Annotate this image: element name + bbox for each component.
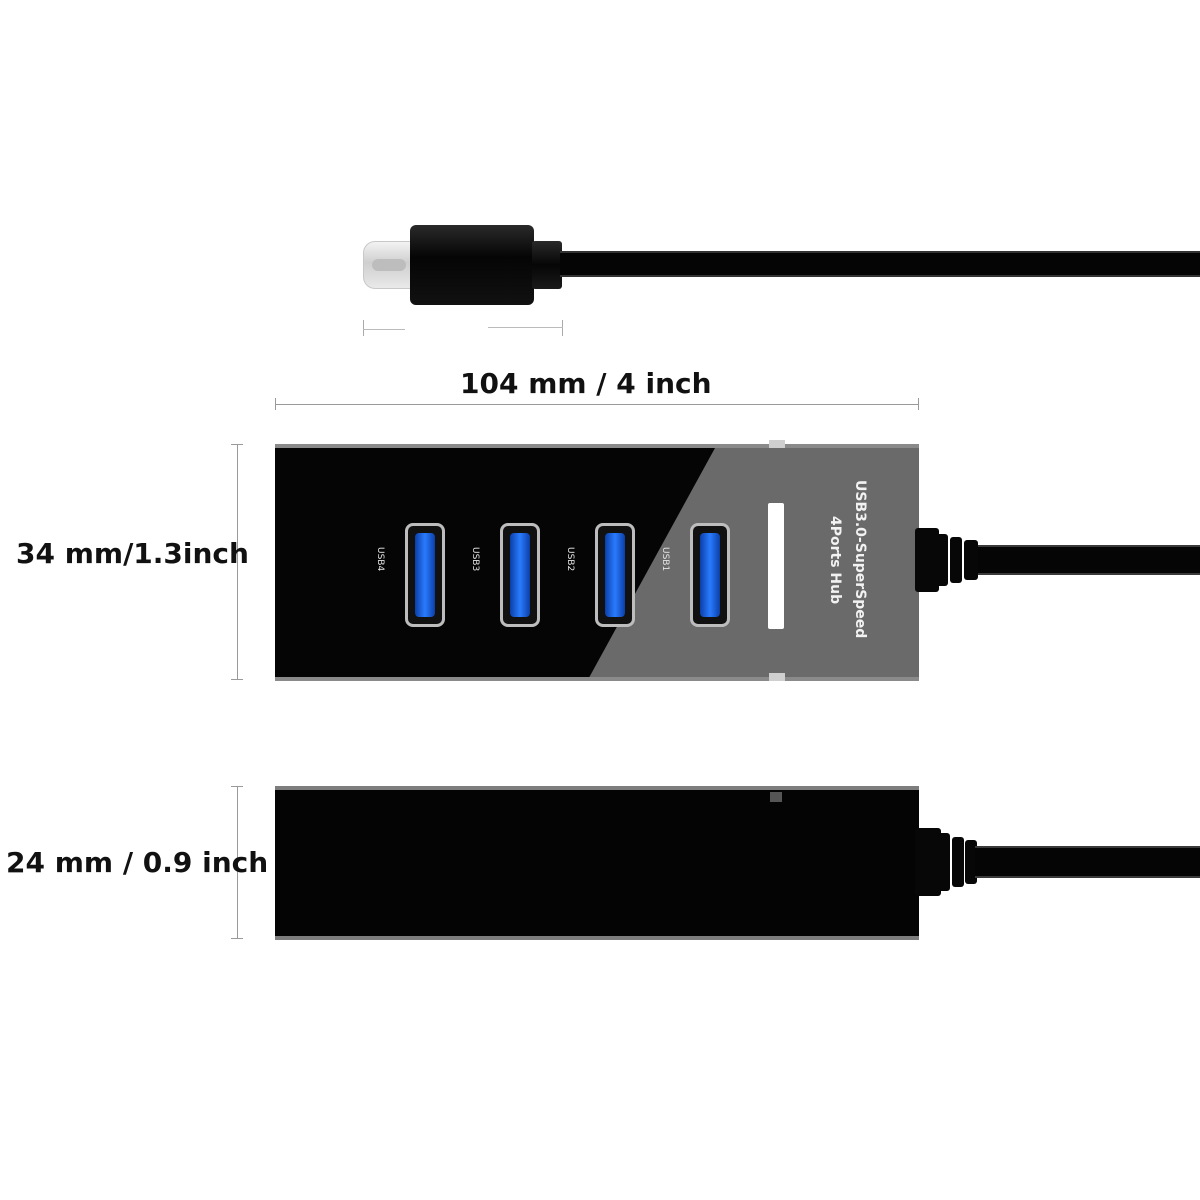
- cable-strain-relief: [915, 528, 939, 592]
- height-dimension-line: [237, 786, 238, 939]
- strain-relief-rib: [964, 540, 978, 580]
- hub-seam-mark: [769, 440, 785, 448]
- width-dimension-line: [237, 444, 238, 680]
- usb-port-connector: [415, 533, 435, 617]
- hub-seam-mark: [769, 673, 785, 681]
- usb-port-4: [405, 523, 445, 627]
- strain-relief-rib: [965, 840, 977, 884]
- usb-c-plug-opening: [372, 259, 406, 271]
- status-led-strip: [768, 503, 784, 629]
- plug-dimension-tick-right: [562, 320, 563, 336]
- hub-brand-line2: 4Ports Hub: [827, 516, 843, 605]
- plug-dimension-line: [363, 329, 405, 330]
- hub-seam-mark: [770, 792, 782, 802]
- hub-brand-line1: USB3.0-SuperSpeed: [852, 480, 868, 639]
- cable-middle: [978, 545, 1200, 575]
- height-dimension-label: 24 mm / 0.9 inch: [6, 846, 269, 879]
- cable-top: [560, 251, 1200, 277]
- strain-relief-rib: [952, 837, 964, 887]
- port-label-usb1: USB1: [660, 547, 670, 572]
- usb-hub-side-view: [275, 786, 919, 940]
- width-dimension-label: 34 mm/1.3inch: [16, 537, 249, 570]
- usb-hub-top-view: USB4 USB3 USB2 USB1 USB3.0-SuperSpeed 4P…: [275, 444, 919, 681]
- strain-relief-rib: [938, 833, 950, 891]
- strain-relief-rib: [936, 534, 948, 586]
- port-label-usb2: USB2: [565, 547, 575, 572]
- usb-port-connector: [700, 533, 720, 617]
- length-dimension-line: [275, 404, 919, 405]
- usb-c-plug-collar: [532, 241, 562, 289]
- plug-dimension-line: [488, 327, 563, 328]
- usb-c-plug-icon: [410, 225, 534, 305]
- strain-relief-rib: [950, 537, 962, 583]
- usb-port-connector: [510, 533, 530, 617]
- usb-port-3: [500, 523, 540, 627]
- usb-port-2: [595, 523, 635, 627]
- port-label-usb4: USB4: [375, 547, 385, 572]
- usb-port-1: [690, 523, 730, 627]
- cable-bottom: [975, 846, 1200, 878]
- plug-dimension-tick-left: [363, 320, 364, 336]
- usb-port-connector: [605, 533, 625, 617]
- cable-strain-relief: [915, 828, 941, 896]
- port-label-usb3: USB3: [470, 547, 480, 572]
- length-dimension-label: 104 mm / 4 inch: [460, 367, 712, 400]
